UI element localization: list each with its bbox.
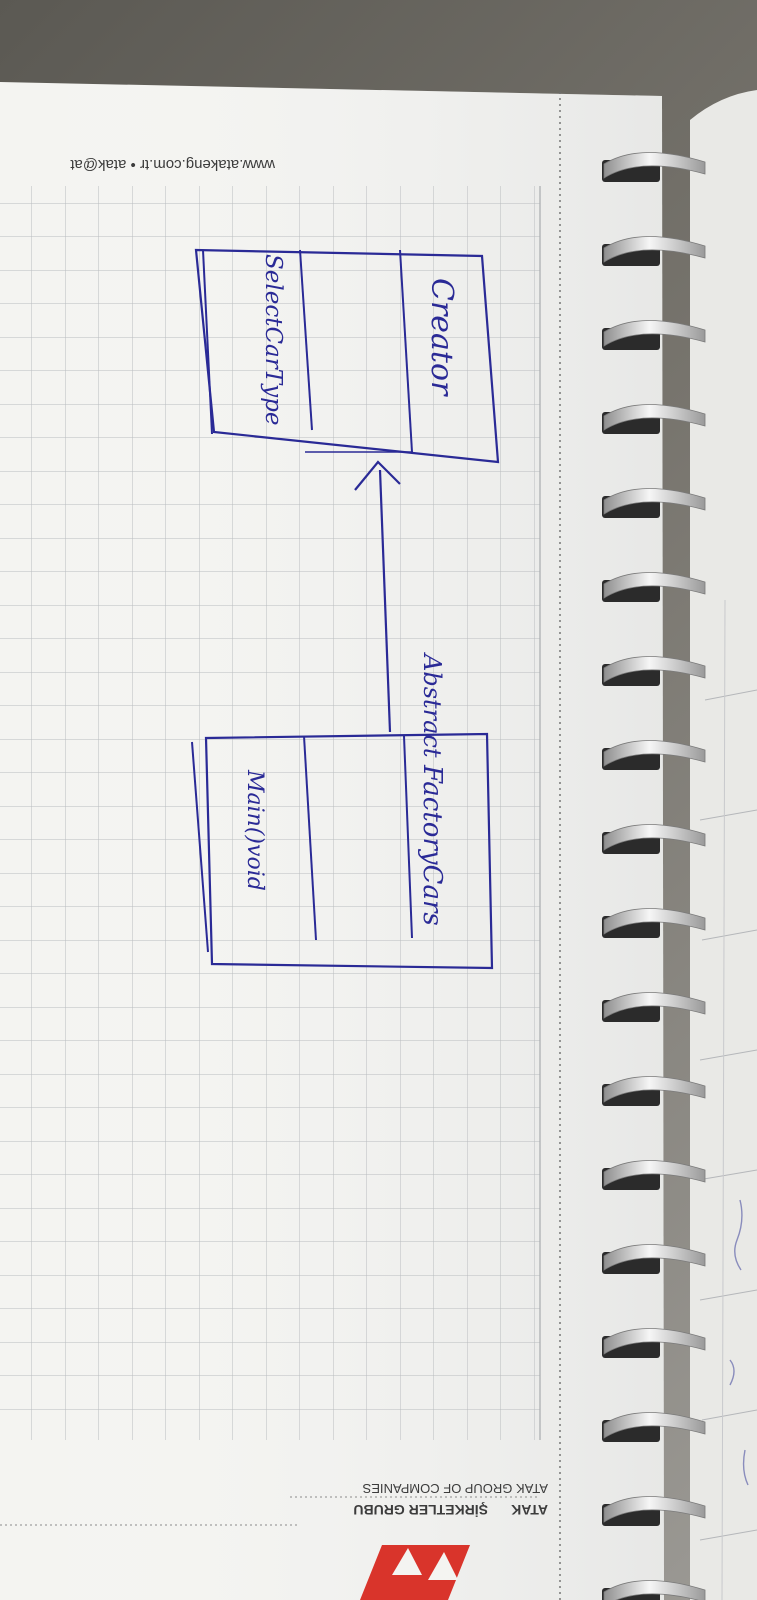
website-line: www.atakeng.com.tr • atak@at bbox=[69, 156, 276, 173]
creator-method: SelectCarType bbox=[260, 254, 286, 425]
spiral-ring bbox=[602, 1076, 706, 1106]
factorycars-method: Main()void bbox=[242, 769, 267, 891]
spiral-ring bbox=[602, 1328, 706, 1358]
factorycars-class-name: FactoryCars bbox=[417, 764, 447, 926]
spiral-ring bbox=[602, 740, 706, 770]
class-box-creator: Creator SelectCarType bbox=[194, 248, 500, 464]
factorycars-stereotype: Abstract bbox=[418, 652, 446, 758]
spiral-ring bbox=[602, 236, 706, 266]
spiral-ring bbox=[602, 656, 706, 686]
spiral-binding bbox=[602, 152, 706, 1600]
brand-title: ŞİRKETLER GRUBU bbox=[353, 1502, 488, 1518]
inheritance-arrow bbox=[305, 451, 413, 733]
brand-name: ATAK bbox=[511, 1502, 548, 1518]
brand-footer: ATAK ŞİRKETLER GRUBU ATAK GROUP OF COMPA… bbox=[0, 1481, 548, 1600]
class-box-factorycars: FactoryCars Abstract Main()void bbox=[191, 652, 494, 970]
spiral-ring bbox=[602, 824, 706, 854]
spiral-ring bbox=[602, 1496, 706, 1526]
second-notebook-page bbox=[690, 90, 757, 1600]
brand-subtitle: ATAK GROUP OF COMPANIES bbox=[362, 1481, 548, 1496]
spiral-ring bbox=[602, 320, 706, 350]
spiral-ring bbox=[602, 404, 706, 434]
spiral-ring bbox=[602, 1244, 706, 1274]
uml-diagram: Creator SelectCarType FactoryCars Abstra… bbox=[191, 248, 500, 970]
spiral-ring bbox=[602, 152, 706, 182]
spiral-ring bbox=[602, 1412, 706, 1442]
spiral-ring bbox=[602, 488, 706, 518]
spiral-ring bbox=[602, 572, 706, 602]
spiral-ring bbox=[602, 1160, 706, 1190]
atak-logo bbox=[360, 1545, 470, 1600]
spiral-ring bbox=[602, 1580, 706, 1600]
grid-area bbox=[0, 186, 541, 1440]
spiral-ring bbox=[602, 992, 706, 1022]
creator-class-name: Creator bbox=[424, 278, 459, 397]
spiral-ring bbox=[602, 908, 706, 938]
